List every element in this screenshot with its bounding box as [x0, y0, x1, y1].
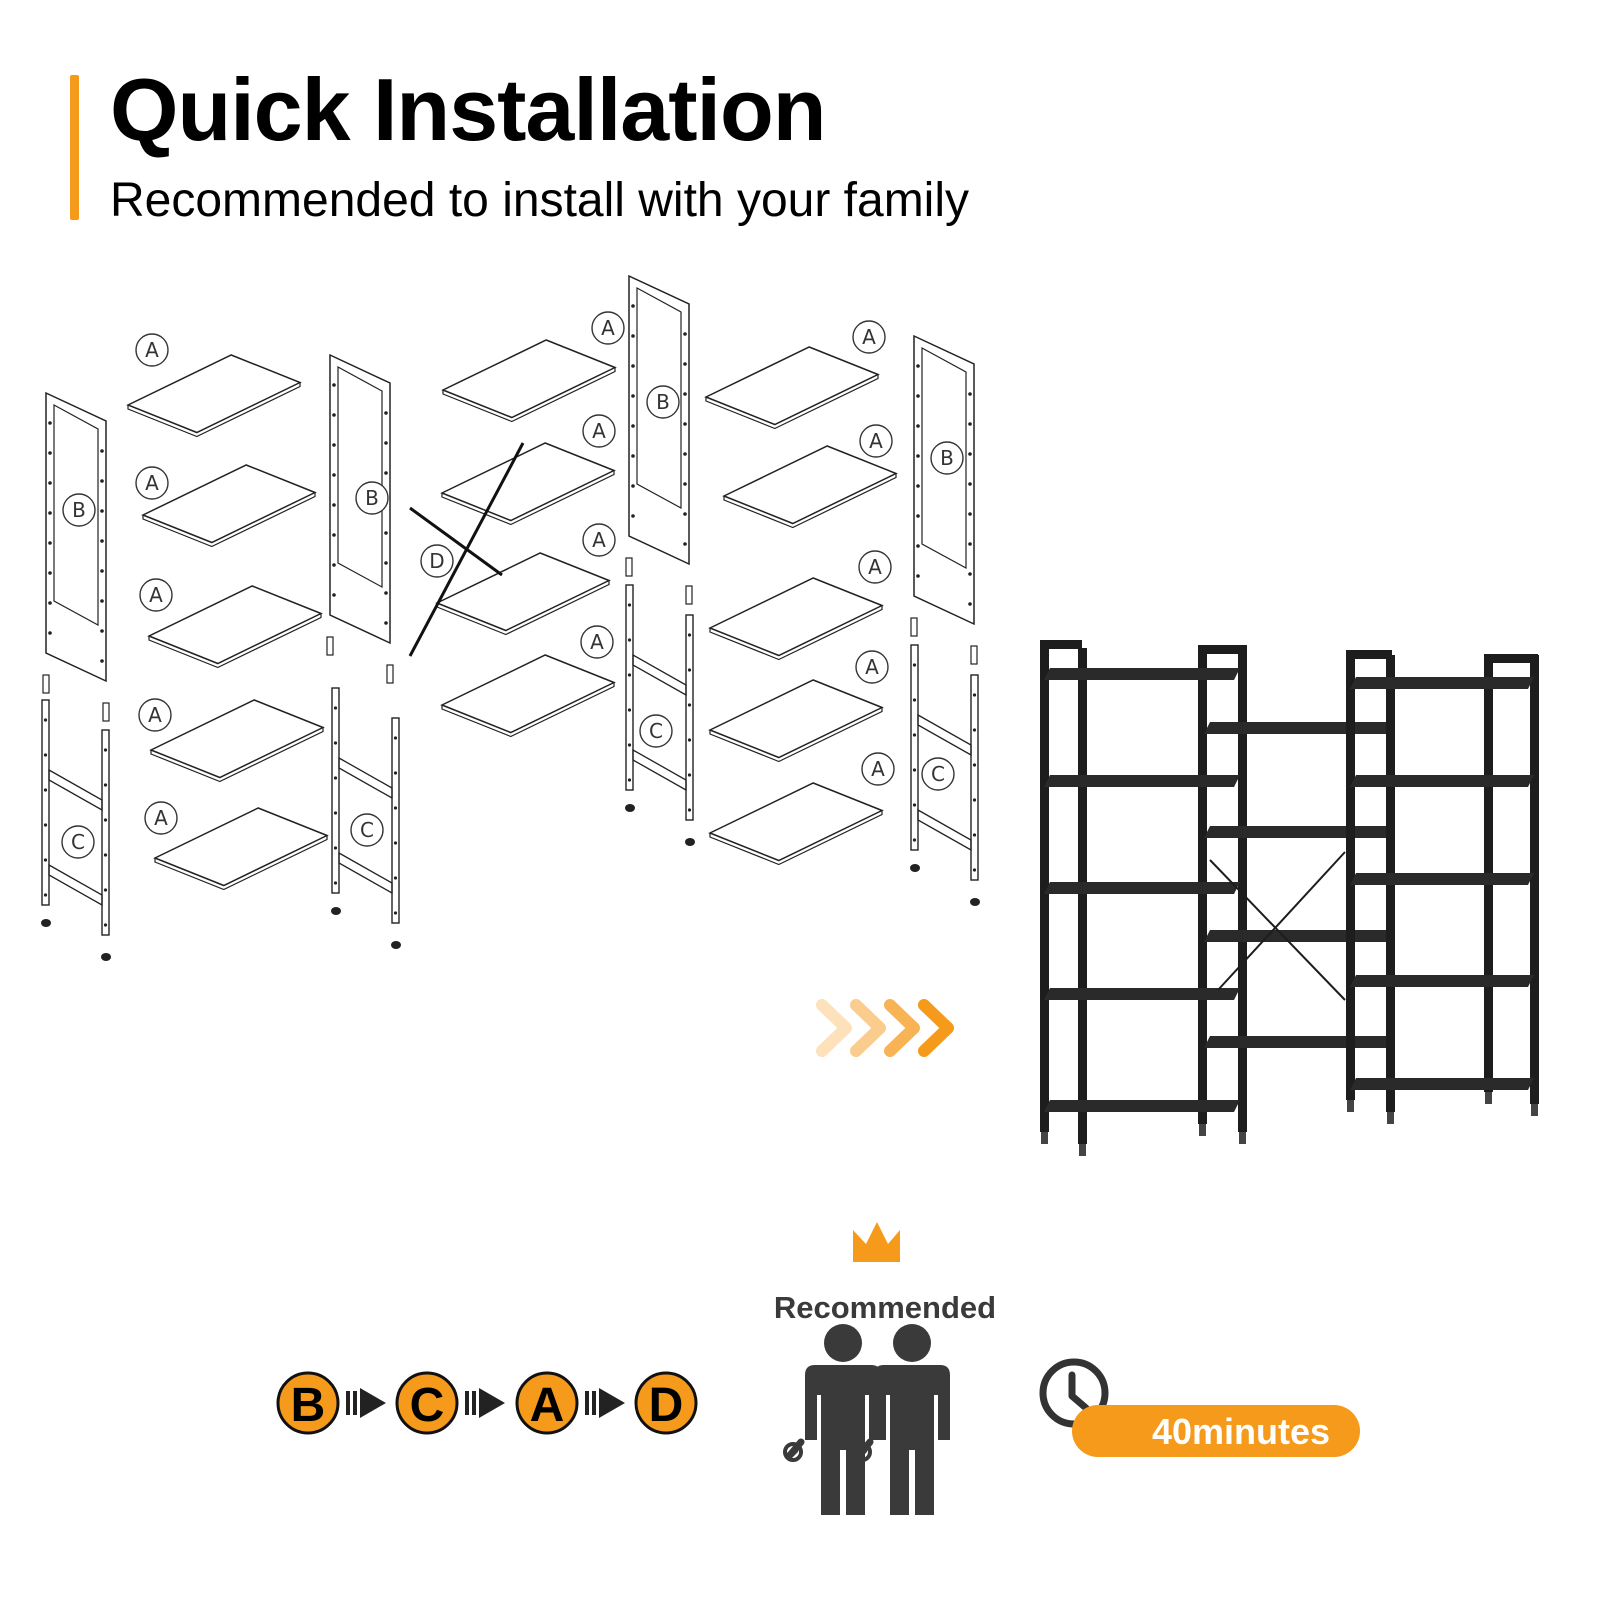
panel-col3-0 [704, 346, 880, 430]
panel-col3-2 [708, 577, 884, 661]
panel-col1-4 [153, 807, 329, 891]
step-arrow-icon-2 [585, 1388, 625, 1418]
svg-text:A: A [868, 555, 882, 579]
svg-text:A: A [592, 528, 606, 552]
person-right-icon [852, 1324, 950, 1515]
svg-text:C: C [71, 830, 85, 854]
svg-text:A: A [601, 316, 615, 340]
panel-col1-2 [147, 585, 323, 669]
step-badge-c: C [395, 1371, 459, 1435]
label-a-col1-4: A [144, 801, 178, 835]
step-badge-d: D [634, 1371, 698, 1435]
label-b-2: B [355, 481, 389, 515]
panel-col2-1 [440, 442, 616, 526]
label-a-col3-4: A [861, 752, 895, 786]
svg-text:C: C [410, 1379, 445, 1432]
finished-bookshelf-illustration [1040, 640, 1539, 1156]
svg-text:B: B [940, 446, 954, 470]
panel-col3-3 [708, 679, 884, 763]
frame-c-mid-left [331, 687, 401, 949]
label-c-1: C [61, 825, 95, 859]
frame-c-mid-right [625, 584, 695, 846]
parts-layer: B C B C A A A A A A A A A D B C A A A A A B C [41, 274, 980, 961]
step-arrow-icon-1 [465, 1388, 505, 1418]
panel-col2-2 [435, 552, 611, 636]
label-a-col3-2: A [858, 550, 892, 584]
progress-chevron-1 [850, 999, 886, 1057]
label-a-col3-0: A [852, 320, 886, 354]
svg-text:A: A [530, 1379, 565, 1432]
step-arrow-icon-0 [346, 1388, 386, 1418]
label-b-4: B [930, 441, 964, 475]
svg-text:B: B [656, 390, 670, 414]
svg-text:A: A [869, 429, 883, 453]
svg-text:A: A [148, 703, 162, 727]
svg-text:A: A [865, 655, 879, 679]
svg-text:C: C [931, 762, 945, 786]
frame-c-right [910, 644, 980, 906]
label-a-col1-1: A [135, 466, 169, 500]
svg-text:A: A [154, 806, 168, 830]
progress-chevron-3 [918, 999, 954, 1057]
svg-text:C: C [649, 719, 663, 743]
label-d: D [420, 544, 454, 578]
recommended-label: Recommended [773, 1290, 997, 1325]
crown-icon [853, 1222, 900, 1262]
svg-text:C: C [360, 818, 374, 842]
label-a-col1-2: A [139, 578, 173, 612]
svg-text:B: B [365, 486, 379, 510]
svg-text:A: A [862, 325, 876, 349]
label-a-col2-2: A [582, 523, 616, 557]
label-c-3: C [639, 714, 673, 748]
label-b-3: B [646, 385, 680, 419]
panel-col1-3 [149, 699, 325, 783]
label-a-col1-0: A [135, 333, 169, 367]
svg-text:A: A [871, 757, 885, 781]
exploded-assembly-diagram: B C B C A A A A A A A A A D B C A A A A A B C B C A D [41, 274, 1539, 1515]
svg-text:B: B [291, 1379, 326, 1432]
label-c-4: C [921, 757, 955, 791]
cross-brace-d [408, 442, 525, 657]
label-a-col1-3: A [138, 698, 172, 732]
step-badge-b: B [276, 1371, 340, 1435]
frame-b-mid-left [326, 353, 394, 684]
page-subtitle: Recommended to install with your family [110, 174, 970, 227]
progress-chevron-0 [816, 999, 852, 1057]
svg-text:A: A [145, 471, 159, 495]
label-a-col2-3: A [580, 625, 614, 659]
svg-text:D: D [429, 549, 444, 573]
label-a-col3-3: A [855, 650, 889, 684]
frame-b-left [42, 391, 110, 722]
svg-text:D: D [649, 1379, 684, 1432]
panel-col2-0 [441, 339, 617, 423]
step-badge-a: A [515, 1371, 579, 1435]
svg-text:A: A [145, 338, 159, 362]
panel-col2-3 [440, 654, 616, 738]
label-a-col3-1: A [859, 424, 893, 458]
label-c-2: C [350, 813, 384, 847]
panel-col1-1 [141, 464, 317, 548]
time-badge [1072, 1405, 1360, 1457]
panel-col1-0 [126, 354, 302, 438]
label-a-col2-1: A [582, 414, 616, 448]
progress-arrows [816, 999, 954, 1057]
frame-b-right [910, 334, 978, 665]
install-time-label: 40minutes [1152, 1411, 1331, 1452]
frame-b-mid-right [625, 274, 693, 605]
panel-col3-4 [708, 782, 884, 866]
progress-chevron-2 [884, 999, 920, 1057]
label-a-col2-0: A [591, 311, 625, 345]
title-accent-bar [70, 75, 79, 220]
person-left-icon [783, 1324, 881, 1515]
page-title: Quick Installation [110, 60, 826, 159]
svg-text:A: A [592, 419, 606, 443]
svg-text:A: A [590, 630, 604, 654]
svg-text:A: A [149, 583, 163, 607]
panel-col3-1 [722, 445, 898, 529]
svg-text:B: B [72, 498, 86, 522]
frame-c-left [41, 699, 111, 961]
label-b-1: B [62, 493, 96, 527]
